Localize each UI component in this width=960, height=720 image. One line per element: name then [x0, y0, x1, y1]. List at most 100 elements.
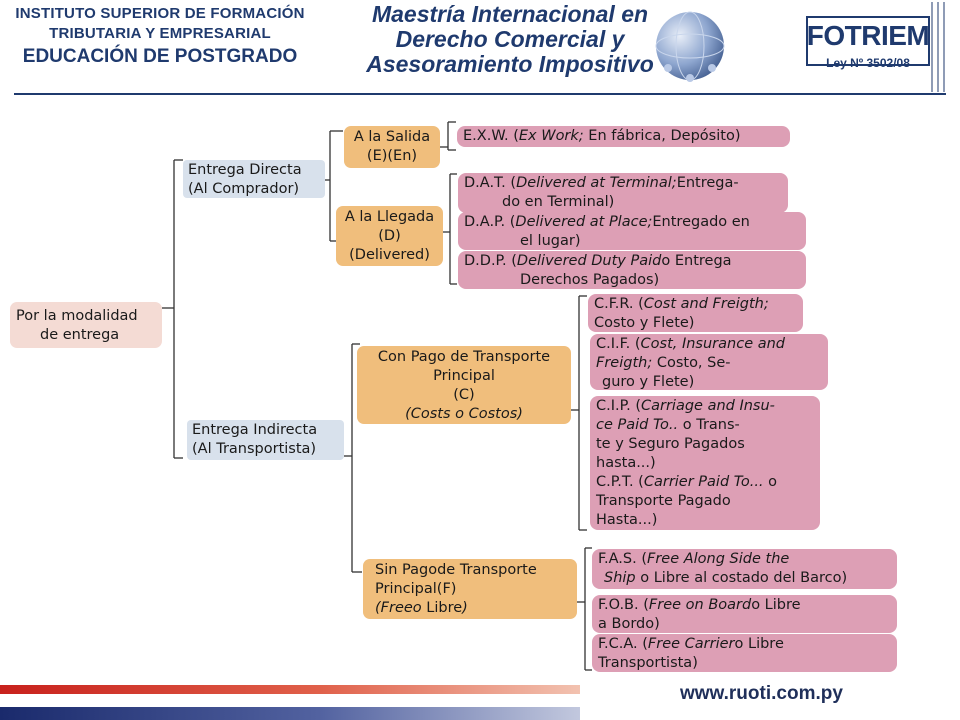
paid-line-4: (Costs o Costos): [405, 406, 523, 422]
institute-line-1: INSTITUTO SUPERIOR DE FORMACIÓN: [15, 5, 305, 22]
cip-line-6: Transporte Pagado: [596, 493, 731, 509]
dap-pre: D.A.P. (: [464, 214, 516, 230]
logo-subtitle: Ley Nº 3502/08: [826, 56, 910, 70]
footer-navy-bar: [0, 707, 580, 720]
exw-pre: E.X.W. (: [463, 128, 519, 144]
cip-italic: Carriage and Insu-: [640, 398, 775, 414]
indirect-line-1: Entrega Indirecta: [192, 422, 318, 438]
logo-accent-lines: [931, 2, 945, 92]
cip-line-4: hasta...): [596, 455, 656, 471]
ddp-post: o Entrega: [661, 253, 732, 269]
program-line-3: Asesoramiento Impositivo: [366, 51, 654, 77]
cip-line-3: te y Seguro Pagados: [596, 436, 745, 452]
unpaid-line3-end: ): [462, 600, 468, 616]
paid-line-3: (C): [453, 387, 475, 403]
root-line-1: Por la modalidad: [16, 308, 138, 324]
indirect-line-2: (Al Transportista): [192, 441, 317, 457]
cif-node: C.I.F. (Cost, Insurance and Freigth; Cos…: [590, 334, 828, 390]
fob-italic: Free on Board: [648, 597, 752, 613]
dap-post: Entregado en: [652, 214, 750, 230]
arrival-node: A la Llegada (D) (Delivered): [336, 206, 443, 266]
cfr-italic: Cost and Freigth;: [643, 296, 769, 312]
exw-post: En fábrica, Depósito): [583, 128, 741, 144]
cpt-post: o: [763, 474, 778, 490]
departure-line-1: A la Salida: [353, 129, 431, 145]
cip-line2-post: o Trans-: [678, 417, 740, 433]
fca-line-2: Transportista): [598, 655, 698, 671]
unpaid-line3-post: Libre: [421, 600, 463, 616]
cip-pre: C.I.P. (: [596, 398, 641, 414]
direct-line-2: (Al Comprador): [188, 181, 300, 197]
dat-line-2: do en Terminal): [502, 194, 615, 210]
cip-line2-italic: ce Paid To..: [596, 417, 679, 433]
cpt-italic: Carrier Paid To...: [643, 474, 764, 490]
footer-website: www.ruoti.com.py: [680, 683, 843, 704]
direct-delivery-node: Entrega Directa (Al Comprador): [183, 160, 325, 198]
unpaid-line-1: Sin Pagode Transporte: [375, 562, 537, 578]
fas-pre: F.A.S. (: [598, 551, 647, 567]
indirect-delivery-node: Entrega Indirecta (Al Transportista): [187, 420, 344, 460]
cip-line-7: Hasta...): [596, 512, 658, 528]
logo-title: FOTRIEM: [806, 20, 930, 51]
fca-pre: F.C.A. (: [598, 636, 648, 652]
institute-name: INSTITUTO SUPERIOR DE FORMACIÓN TRIBUTAR…: [10, 4, 310, 70]
cif-line-3: guro y Flete): [602, 374, 695, 390]
program-title: Maestría Internacional en Derecho Comerc…: [360, 2, 660, 77]
dat-pre: D.A.T. (: [464, 175, 517, 191]
paid-transport-node: Con Pago de Transporte Principal (C) (Co…: [357, 346, 571, 424]
paid-line-2: Principal: [433, 368, 495, 384]
logo-frame: [806, 16, 930, 66]
unpaid-line-2: Principal(F): [375, 581, 457, 597]
cif-pre: C.I.F. (: [596, 336, 641, 352]
cif-italic: Cost, Insurance and: [640, 336, 785, 352]
arrival-line-3: (Delivered): [349, 247, 430, 263]
direct-line-1: Entrega Directa: [188, 162, 302, 178]
program-line-1: Maestría Internacional en: [371, 1, 649, 27]
departure-line-2: (E)(En): [366, 148, 418, 164]
fob-pre: F.O.B. (: [598, 597, 649, 613]
fas-italic: Free Along Side the: [646, 551, 790, 567]
dap-node: D.A.P. (Delivered at Place;Entregado en …: [458, 212, 806, 250]
fas-line2-post: o Libre al costado del Barco): [635, 570, 848, 586]
institute-line-2: TRIBUTARIA Y EMPRESARIAL: [49, 25, 271, 42]
footer-red-bar: [0, 685, 580, 694]
unpaid-line3-italic: (Freeo: [375, 600, 422, 616]
arrival-line-2: (D): [378, 228, 401, 244]
fca-node: F.C.A. (Free Carriero Libre Transportist…: [592, 634, 897, 672]
cip-cpt-node: C.I.P. (Carriage and Insu- ce Paid To.. …: [590, 396, 820, 530]
institute-line-3: EDUCACIÓN DE POSTGRADO: [22, 46, 298, 67]
arrival-line-1: A la Llegada: [344, 209, 435, 225]
header-divider: [14, 93, 946, 95]
paid-line-1: Con Pago de Transporte: [377, 349, 551, 365]
ddp-line-2: Derechos Pagados): [520, 272, 660, 288]
cfr-pre: C.F.R. (: [594, 296, 644, 312]
ddp-node: D.D.P. (Delivered Duty Paido Entrega Der…: [458, 251, 806, 289]
fas-node: F.A.S. (Free Along Side the Ship o Libre…: [592, 549, 897, 589]
dat-italic: Delivered at Terminal;: [516, 175, 677, 191]
fca-italic: Free Carrier: [647, 636, 735, 652]
cif-line2-post: Costo, Se-: [652, 355, 731, 371]
dat-post: Entrega-: [676, 175, 739, 191]
fas-line2-italic: Ship: [604, 570, 636, 586]
dap-italic: Delivered at Place;: [515, 214, 653, 230]
ddp-pre: D.D.P. (: [464, 253, 517, 269]
departure-node: A la Salida (E)(En): [344, 126, 440, 168]
exw-node: E.X.W. (Ex Work; En fábrica, Depósito): [457, 126, 790, 147]
unpaid-transport-node: Sin Pagode Transporte Principal(F) (Free…: [363, 559, 577, 619]
cpt-pre: C.P.T. (: [596, 474, 644, 490]
fob-line-2: a Bordo): [598, 616, 660, 632]
dap-line-2: el lugar): [520, 233, 581, 249]
root-line-2: de entrega: [40, 327, 120, 343]
cfr-node: C.F.R. (Cost and Freigth; Costo y Flete): [588, 294, 803, 332]
cfr-line-2: Costo y Flete): [594, 315, 695, 331]
cif-line2-italic: Freigth;: [596, 355, 653, 371]
globe-icon: [655, 11, 725, 82]
fca-post: o Libre: [734, 636, 784, 652]
program-line-2: Derecho Comercial y: [395, 26, 625, 52]
fob-node: F.O.B. (Free on Boardo Libre a Bordo): [592, 595, 897, 633]
root-node: Por la modalidad de entrega: [10, 302, 162, 348]
ddp-italic: Delivered Duty Paid: [516, 253, 662, 269]
fob-post: o Libre: [751, 597, 801, 613]
exw-italic: Ex Work;: [518, 128, 584, 144]
